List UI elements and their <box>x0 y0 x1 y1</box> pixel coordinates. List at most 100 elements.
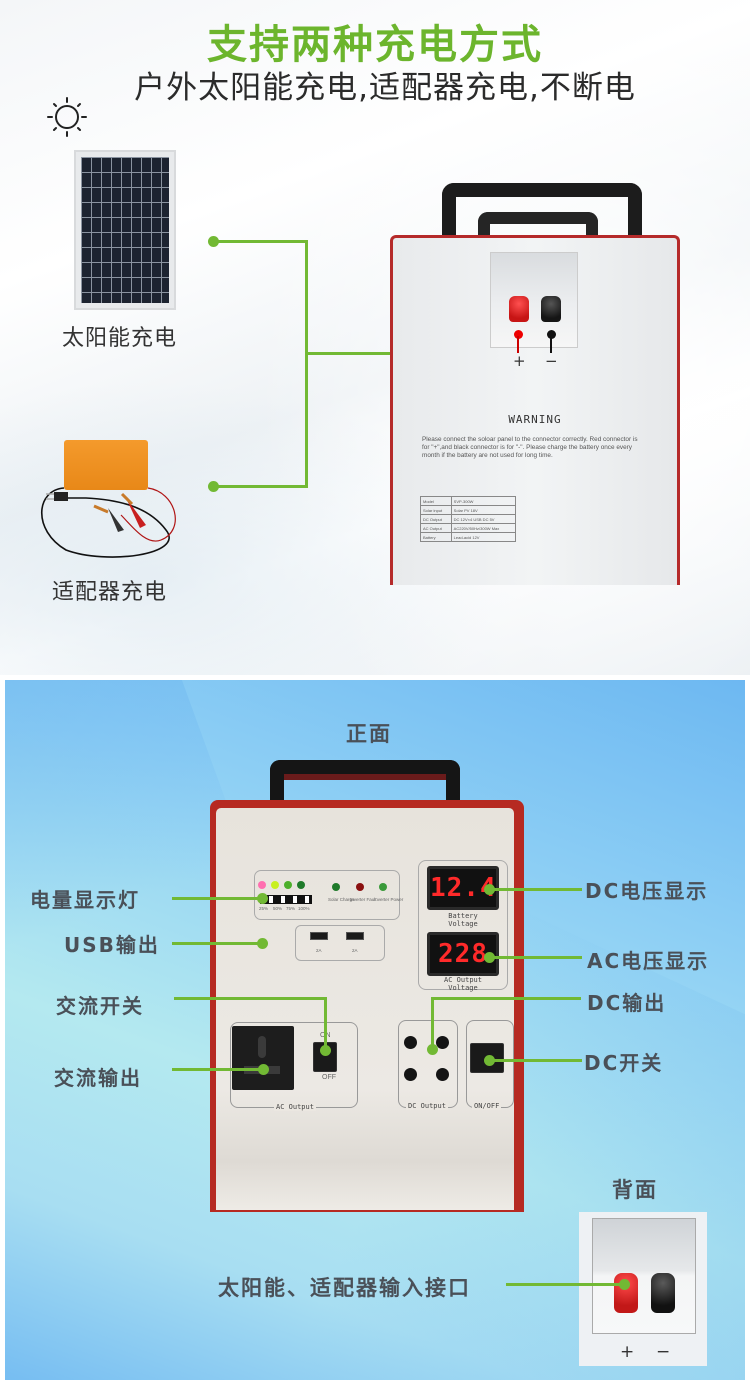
negative-label: − <box>545 352 558 370</box>
case-handle <box>442 183 642 243</box>
indicator-label: Inverter Power <box>374 897 404 902</box>
callout-dot <box>484 952 495 963</box>
callout-line <box>172 1068 264 1071</box>
dc-meter-caption: Battery Voltage <box>448 912 478 928</box>
battery-indicator-panel <box>254 870 400 920</box>
ac-meter-caption: AC Output Voltage <box>444 976 482 992</box>
usb-port[interactable] <box>346 932 364 940</box>
section-subtitle: 户外太阳能充电,适配器充电,不断电 <box>134 70 636 106</box>
rear-positive-label: + <box>620 1342 635 1362</box>
dc-switch-label: ON/OFF <box>472 1102 502 1110</box>
positive-terminal <box>509 296 529 322</box>
level-led-100 <box>297 881 305 889</box>
solar-charge-led <box>332 883 340 891</box>
connector-line <box>305 240 308 488</box>
callout-dc-voltage: DC电压显示 <box>585 879 709 903</box>
callout-dot <box>484 884 495 895</box>
positive-label: + <box>513 352 526 370</box>
voltage-meter-panel <box>418 860 508 990</box>
positive-marker-dot <box>514 330 523 339</box>
dc-jack[interactable] <box>436 1068 449 1081</box>
callout-line <box>490 888 582 891</box>
callout-dot <box>320 1045 331 1056</box>
rear-negative-terminal <box>651 1273 675 1313</box>
callout-dot <box>258 1064 269 1075</box>
callout-line <box>431 997 434 1047</box>
warning-title: WARNING <box>508 413 562 426</box>
socket-hole <box>258 1036 266 1058</box>
indicator-label: Solar Charge <box>328 897 355 902</box>
usb-rating: 2A <box>316 948 322 953</box>
level-label: 25% <box>259 906 269 911</box>
adapter-cables <box>41 487 176 558</box>
ac-switch-off-label: OFF <box>322 1074 336 1081</box>
callout-dc-switch: DC开关 <box>584 1051 664 1075</box>
level-label: 75% <box>286 906 296 911</box>
negative-terminal <box>541 296 561 322</box>
usb-port[interactable] <box>310 932 328 940</box>
dc-voltage-display: 12.4 <box>427 866 499 910</box>
negative-marker-line <box>550 336 552 353</box>
callout-line <box>490 956 582 959</box>
rear-negative-label: − <box>656 1342 671 1362</box>
solar-panel-image <box>74 150 176 310</box>
negative-marker-dot <box>547 330 556 339</box>
case-handle-inner <box>284 774 446 780</box>
callout-dot <box>484 1055 495 1066</box>
callout-input-port: 太阳能、适配器输入接口 <box>218 1276 471 1300</box>
inverter-fault-led <box>356 883 364 891</box>
callout-dc-output: DC输出 <box>587 991 667 1015</box>
connector-line <box>214 485 307 488</box>
callout-ac-output: 交流输出 <box>54 1066 142 1090</box>
adapter-charging-label: 适配器充电 <box>52 580 168 605</box>
usb-output-panel <box>295 925 385 961</box>
level-led-25 <box>258 881 266 889</box>
solar-connector-dot <box>208 236 219 247</box>
callout-line <box>172 942 262 945</box>
usb-rating: 2A <box>352 948 358 953</box>
rear-input-recess <box>592 1218 696 1334</box>
level-led-75 <box>284 881 292 889</box>
callout-line <box>490 1059 582 1062</box>
warning-text: Please connect the soloar panel to the c… <box>422 436 638 459</box>
adapter-charger-image <box>64 440 148 490</box>
dc-jack[interactable] <box>404 1068 417 1081</box>
section-title: 支持两种充电方式 <box>207 22 543 68</box>
callout-dot <box>257 893 268 904</box>
callout-ac-switch: 交流开关 <box>56 994 144 1018</box>
level-label: 50% <box>273 906 283 911</box>
callout-dot <box>257 938 268 949</box>
indicator-label: Inverter Fault <box>350 897 377 902</box>
callout-battery-indicator: 电量显示灯 <box>30 888 140 912</box>
dc-jack[interactable] <box>436 1036 449 1049</box>
callout-line <box>506 1283 624 1286</box>
dc-jack[interactable] <box>404 1036 417 1049</box>
callout-dot <box>427 1044 438 1055</box>
solar-charging-label: 太阳能充电 <box>62 326 178 351</box>
callout-line <box>324 997 327 1049</box>
callout-line <box>431 997 581 1000</box>
callout-dot <box>619 1279 630 1290</box>
positive-marker-line <box>517 336 519 353</box>
sun-icon <box>47 97 87 137</box>
connector-line <box>214 240 307 243</box>
dc-output-panel <box>398 1020 458 1108</box>
callout-ac-voltage: AC电压显示 <box>587 949 710 973</box>
input-terminal-recess <box>490 252 578 348</box>
back-heading: 背面 <box>612 1178 658 1202</box>
front-heading: 正面 <box>346 722 392 746</box>
callout-line <box>174 997 326 1000</box>
callout-usb-output: USB输出 <box>64 933 160 957</box>
level-led-50 <box>271 881 279 889</box>
inverter-power-led <box>379 883 387 891</box>
adapter-connector-dot <box>208 481 219 492</box>
callout-line <box>172 897 262 900</box>
ac-output-label: AC Output <box>274 1103 316 1111</box>
level-label: 100% <box>298 906 310 911</box>
